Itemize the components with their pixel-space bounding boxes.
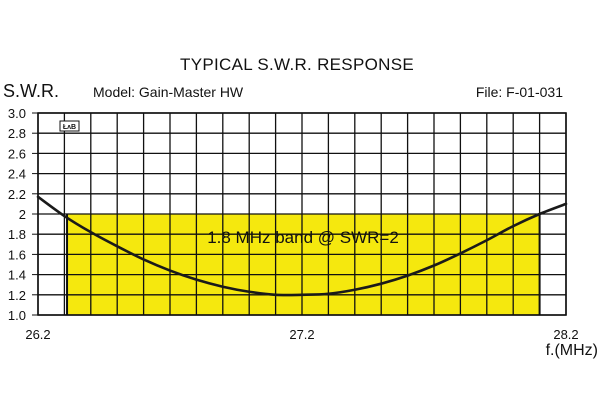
x-tick-label: 26.2 [25, 327, 50, 342]
y-tick-label: 1.2 [8, 288, 26, 303]
logo-icon: ŁᴧB [59, 120, 80, 132]
logo-text: ŁᴧB [63, 124, 76, 131]
y-tick-label: 2 [19, 207, 26, 222]
band-label: 1.8 MHz band @ SWR=2 [207, 228, 399, 247]
y-tick-label: 1.4 [8, 268, 26, 283]
y-tick-label: 3.0 [8, 106, 26, 121]
swr-curve [36, 195, 568, 297]
x-axis-label: f.(MHz) [546, 342, 598, 359]
y-tick-label: 1.6 [8, 247, 26, 262]
chart-title: TYPICAL S.W.R. RESPONSE [180, 55, 414, 74]
y-tick-label: 2.6 [8, 146, 26, 161]
model-label: Model: Gain-Master HW [93, 84, 244, 100]
y-tick-label: 2.4 [8, 167, 26, 182]
x-tick-label: 28.2 [553, 327, 578, 342]
file-label: File: F-01-031 [476, 84, 563, 100]
y-axis-label: S.W.R. [3, 81, 59, 101]
y-tick-label: 2.8 [8, 126, 26, 141]
x-tick-label: 27.2 [289, 327, 314, 342]
y-tick-label: 1.0 [8, 308, 26, 323]
y-tick-label: 2.2 [8, 187, 26, 202]
y-tick-label: 1.8 [8, 227, 26, 242]
